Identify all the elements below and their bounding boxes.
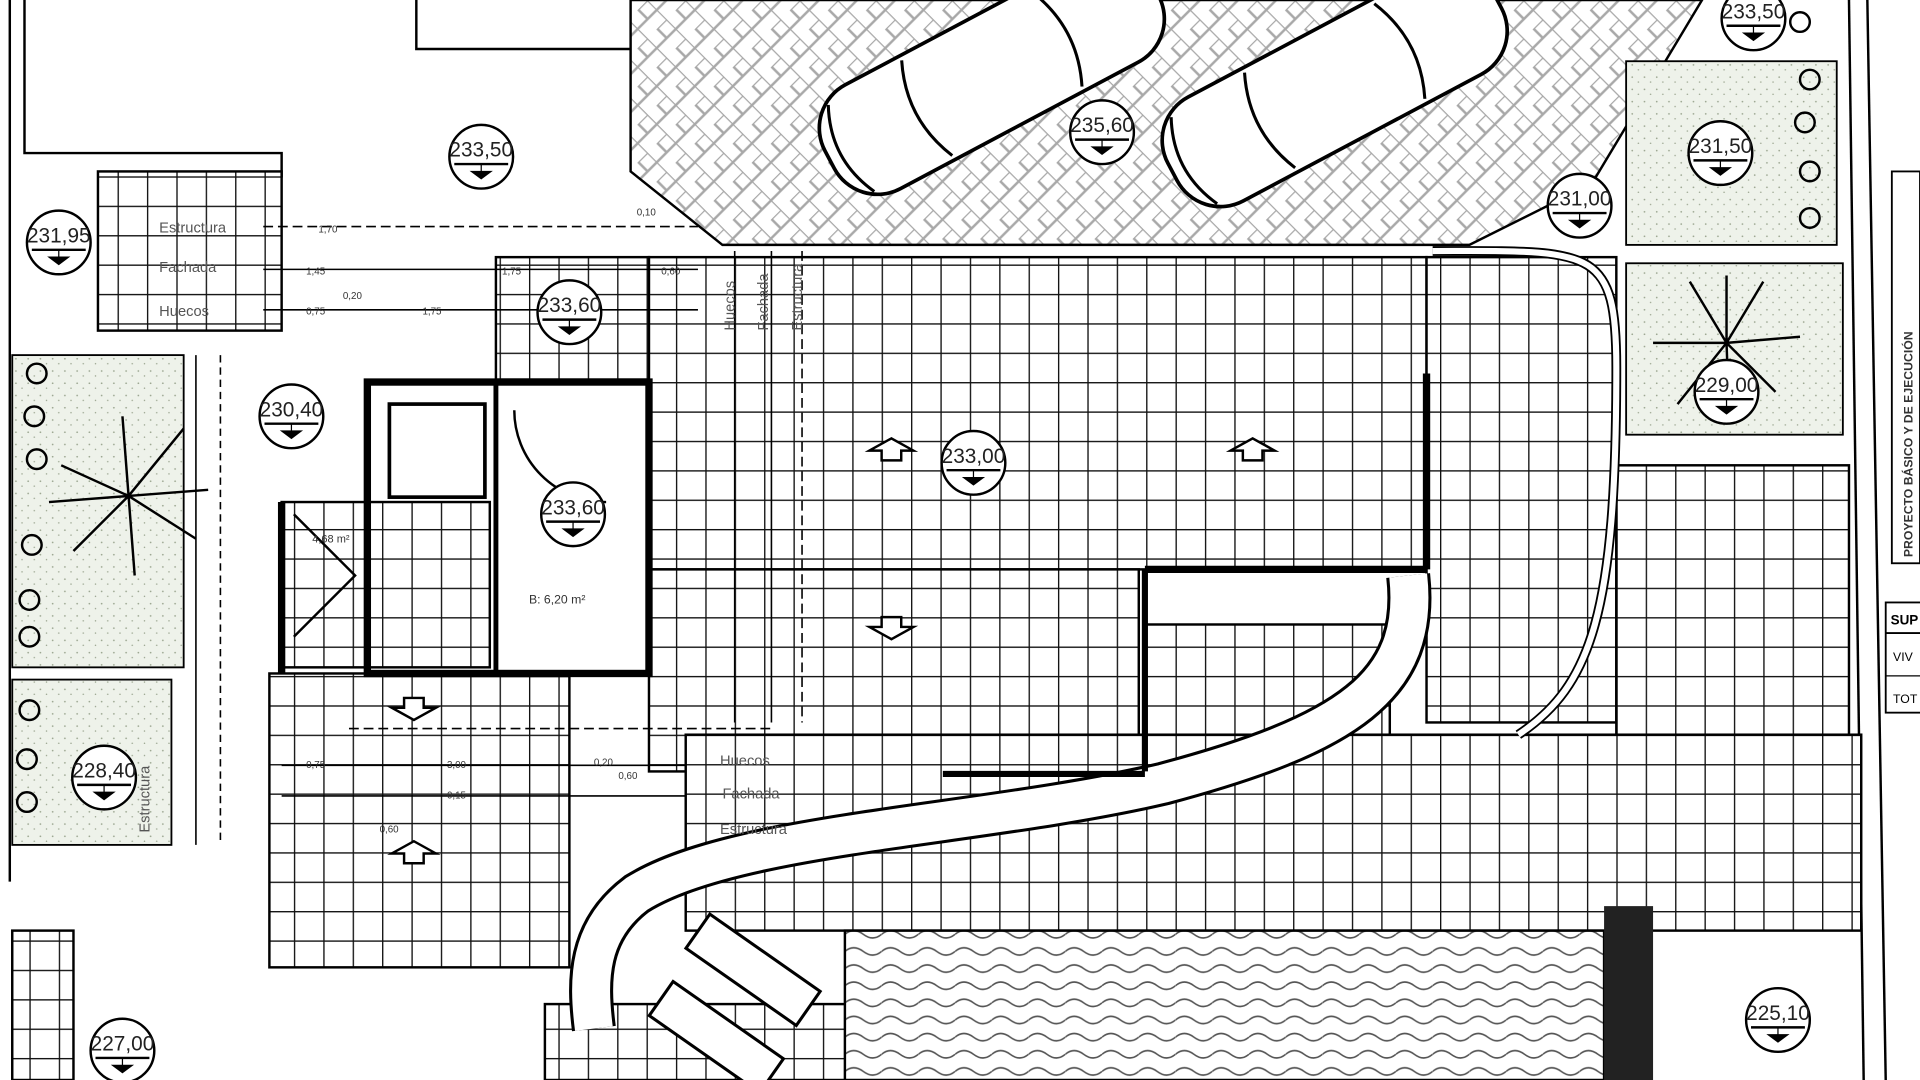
sun-lounger-icon [647,911,823,1080]
palm-tree-icon [48,416,209,576]
facade-label: Estructura [159,221,227,237]
gardens [11,60,1844,846]
dimension-value: 1,75 [422,307,442,318]
title-block-text: PROYECTO BÁSICO Y DE EJECUCIÓN [1901,331,1916,557]
svg-text:227,00: 227,00 [91,1033,155,1056]
level-marker: 227,00 [89,1017,156,1080]
level-marker: 231,50 [1687,119,1754,187]
facade-label: Fachada [722,786,780,802]
level-marker: 233,00 [940,429,1007,496]
car-icon [1160,0,1510,209]
dimension-value: 1,70 [318,225,338,236]
facade-label: Huecos [159,304,209,320]
facade-label: Estructura [720,822,788,838]
area-label: B: 6,20 m² [529,593,585,607]
pool-steps [1604,906,1654,1080]
svg-text:231,00: 231,00 [1548,188,1612,211]
car-icon [817,0,1167,197]
svg-text:233,50: 233,50 [449,139,513,162]
facade-label: Huecos [723,281,739,331]
facade-label: Fachada [756,273,772,331]
dimension-value: 0,10 [637,208,657,219]
slope-arrow-icon [387,436,1280,865]
dimension-lines [195,225,803,845]
facade-label: Estructura [790,263,806,331]
pool [843,929,1606,1080]
level-marker: 233,50 [448,123,515,190]
table-row: TOT [1893,692,1918,706]
svg-text:231,95: 231,95 [27,224,91,247]
svg-text:229,00: 229,00 [1695,374,1759,397]
svg-text:233,50: 233,50 [1722,0,1786,23]
dimension-value: 0,75 [306,760,326,771]
svg-text:233,60: 233,60 [538,294,602,317]
facade-label: Fachada [159,260,217,276]
dimension-value: 0,60 [380,825,400,836]
svg-text:231,50: 231,50 [1689,135,1753,158]
dimension-value: 0,60 [661,266,681,277]
level-marker: 229,00 [1693,358,1760,425]
title-block [1890,170,1920,565]
level-marker: 233,50 [1720,0,1787,52]
level-marker: 228,40 [71,744,138,811]
area-label: 4,68 m² [312,533,350,545]
dimension-value: 0,75 [306,307,326,318]
dimension-value: 0,60 [618,771,638,782]
level-marker: 231,95 [25,209,92,276]
curved-walkway [569,246,1622,1032]
svg-text:230,40: 230,40 [260,398,324,421]
svg-text:233,60: 233,60 [541,496,605,519]
svg-text:233,00: 233,00 [942,445,1006,468]
dimension-value: 1,75 [502,266,522,277]
building-walls [277,373,1431,777]
dimension-value: 0,20 [594,757,614,768]
dimension-value: 0,15 [447,790,467,801]
svg-text:228,40: 228,40 [72,760,136,783]
level-marker: 225,10 [1744,986,1812,1054]
level-marker: 235,60 [1068,99,1136,166]
level-marker: 231,00 [1546,172,1613,239]
shrubs [15,11,1821,814]
level-marker: 233,60 [536,279,603,346]
svg-text:225,10: 225,10 [1746,1002,1810,1025]
table-row: VIV [1893,650,1914,664]
facade-label: Estructura [137,765,153,833]
level-marker: 233,60 [539,481,607,548]
surface-table: SUP VIV TOT [1884,601,1920,714]
dimension-value: 3,00 [447,760,467,771]
dimension-values: 1,70 1,45 0,75 0,20 1,75 0,10 1,75 0,60 … [306,208,681,836]
dimension-value: 0,20 [343,291,363,302]
level-marker: 230,40 [258,383,325,450]
table-header: SUP [1891,612,1919,627]
svg-text:235,60: 235,60 [1070,114,1134,137]
dimension-value: 1,45 [306,266,326,277]
facade-label: Huecos [720,753,770,769]
